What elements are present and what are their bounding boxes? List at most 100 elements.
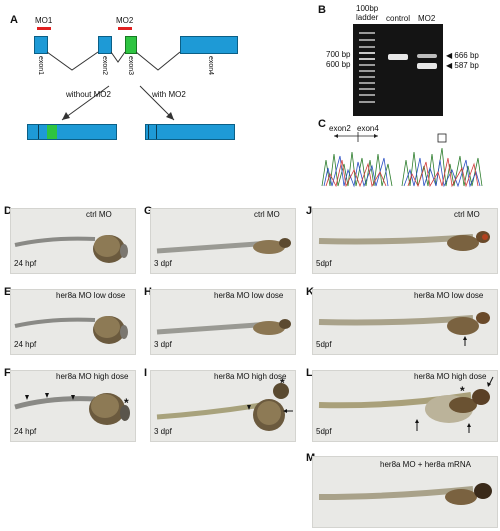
arrowhead-icon xyxy=(247,405,251,410)
panel-m-image xyxy=(312,456,498,528)
head xyxy=(474,483,492,499)
exon3-box xyxy=(125,36,137,54)
without-mo2-label: without MO2 xyxy=(66,90,111,99)
panel-k-image xyxy=(312,289,498,355)
head xyxy=(472,389,490,405)
head xyxy=(476,312,490,324)
panel-j-letter: J xyxy=(306,205,313,217)
ladder-band xyxy=(359,64,375,66)
ladder-header: 100bp ladder xyxy=(356,4,379,22)
yolk xyxy=(445,489,477,505)
junction-arrow-left xyxy=(334,134,338,138)
embryo-5dpf-low xyxy=(318,312,490,346)
exon1-label: exon1 xyxy=(37,56,44,76)
yolk xyxy=(253,321,285,335)
panel-j-image xyxy=(312,208,498,274)
panel-m-label: her8a MO + her8a mRNA xyxy=(380,460,471,469)
junction-arrow-right xyxy=(374,134,378,138)
gel-image xyxy=(353,24,443,116)
ladder-band xyxy=(359,76,375,78)
exon4-label: exon4 xyxy=(207,56,214,76)
ladder-band xyxy=(359,70,375,72)
panel-e-label: her8a MO low dose xyxy=(56,291,126,300)
panel-i-label: her8a MO high dose xyxy=(214,372,287,381)
control-band-666 xyxy=(388,54,408,60)
panel-f-image xyxy=(10,370,136,442)
mo2-bar xyxy=(118,27,132,30)
ladder-band xyxy=(359,94,375,96)
panel-d-image xyxy=(10,208,136,274)
head xyxy=(279,238,291,248)
panel-l-label: her8a MO high dose xyxy=(414,372,487,381)
panel-e-letter: E xyxy=(4,286,12,298)
embryo-rescue xyxy=(318,483,492,505)
panel-f-letter: F xyxy=(4,367,11,379)
arrow-without-line xyxy=(61,85,110,121)
panel-d-letter: D xyxy=(4,205,12,217)
junction-1 xyxy=(38,125,39,139)
panel-h-image xyxy=(150,289,296,355)
trace-blue-2 xyxy=(403,157,481,188)
panel-k-letter: K xyxy=(306,286,314,298)
panel-d-stage: 24 hpf xyxy=(14,259,37,268)
yolk xyxy=(253,240,285,254)
embryo-3dpf-low xyxy=(156,319,291,335)
asterisk-marker: * xyxy=(280,376,285,390)
panel-l-stage: 5dpf xyxy=(316,427,332,436)
panel-f-stage: 24 hpf xyxy=(14,427,37,436)
exon4-seq-label: exon4 xyxy=(357,124,379,133)
band-666-label: ◀ 666 bp xyxy=(446,51,479,60)
panel-i-stage: 3 dpf xyxy=(154,427,172,436)
arrowhead-icon xyxy=(283,409,287,413)
embryo-24hpf-high xyxy=(14,393,130,425)
eye xyxy=(482,234,488,240)
arrow-with-head xyxy=(166,112,174,120)
lane-mo2-label: MO2 xyxy=(418,14,436,23)
panel-c-letter: C xyxy=(318,118,326,130)
yolk xyxy=(447,235,479,251)
panel-h-stage: 3 dpf xyxy=(154,340,172,349)
junction-a xyxy=(148,125,149,139)
ladder-band xyxy=(359,101,375,103)
lane-control-label: control xyxy=(386,14,411,23)
ladder-band xyxy=(359,52,375,54)
ladder-band xyxy=(359,58,375,60)
arrowhead-icon xyxy=(463,336,467,340)
embryo-24hpf-low xyxy=(14,316,128,344)
panel-m-letter: M xyxy=(306,452,316,464)
chromatogram xyxy=(321,132,483,188)
arrowhead-icon xyxy=(25,395,29,400)
arrowhead-icon xyxy=(415,419,419,423)
ladder-band xyxy=(359,39,375,41)
trace-green-2 xyxy=(401,147,483,187)
embryo-24hpf-ctrl xyxy=(14,235,128,263)
ladder-band xyxy=(359,32,375,34)
panel-l-letter: L xyxy=(306,367,313,379)
panel-k-stage: 5dpf xyxy=(316,340,332,349)
arrowhead-icon xyxy=(487,382,491,387)
arrowhead-icon: ◀ xyxy=(446,51,453,60)
head xyxy=(120,244,128,258)
transcript-without-mo2 xyxy=(27,124,117,140)
panel-h-label: her8a MO low dose xyxy=(214,291,284,300)
with-mo2-label: with MO2 xyxy=(152,90,186,99)
arrowhead-icon: ◀ xyxy=(446,61,453,70)
mo1-label: MO1 xyxy=(35,16,53,25)
arrowhead-icon xyxy=(45,393,49,398)
exon3-label: exon3 xyxy=(127,56,134,76)
panel-i-letter: I xyxy=(144,367,148,379)
head xyxy=(279,319,291,329)
yolk-highlight xyxy=(94,235,120,257)
exon2-label: exon2 xyxy=(101,56,108,76)
panel-i-image xyxy=(150,370,296,442)
head xyxy=(120,405,130,421)
exon2-box xyxy=(98,36,112,54)
mo2-band-587 xyxy=(417,63,437,69)
intron3-line xyxy=(135,51,181,71)
mo2-band-666 xyxy=(417,54,437,58)
ladder-band xyxy=(359,46,375,48)
marker-600-label: 600 bp xyxy=(326,60,351,69)
yolk-highlight xyxy=(91,394,119,418)
panel-j-label: ctrl MO xyxy=(454,210,480,219)
embryo-5dpf-ctrl xyxy=(318,231,490,251)
